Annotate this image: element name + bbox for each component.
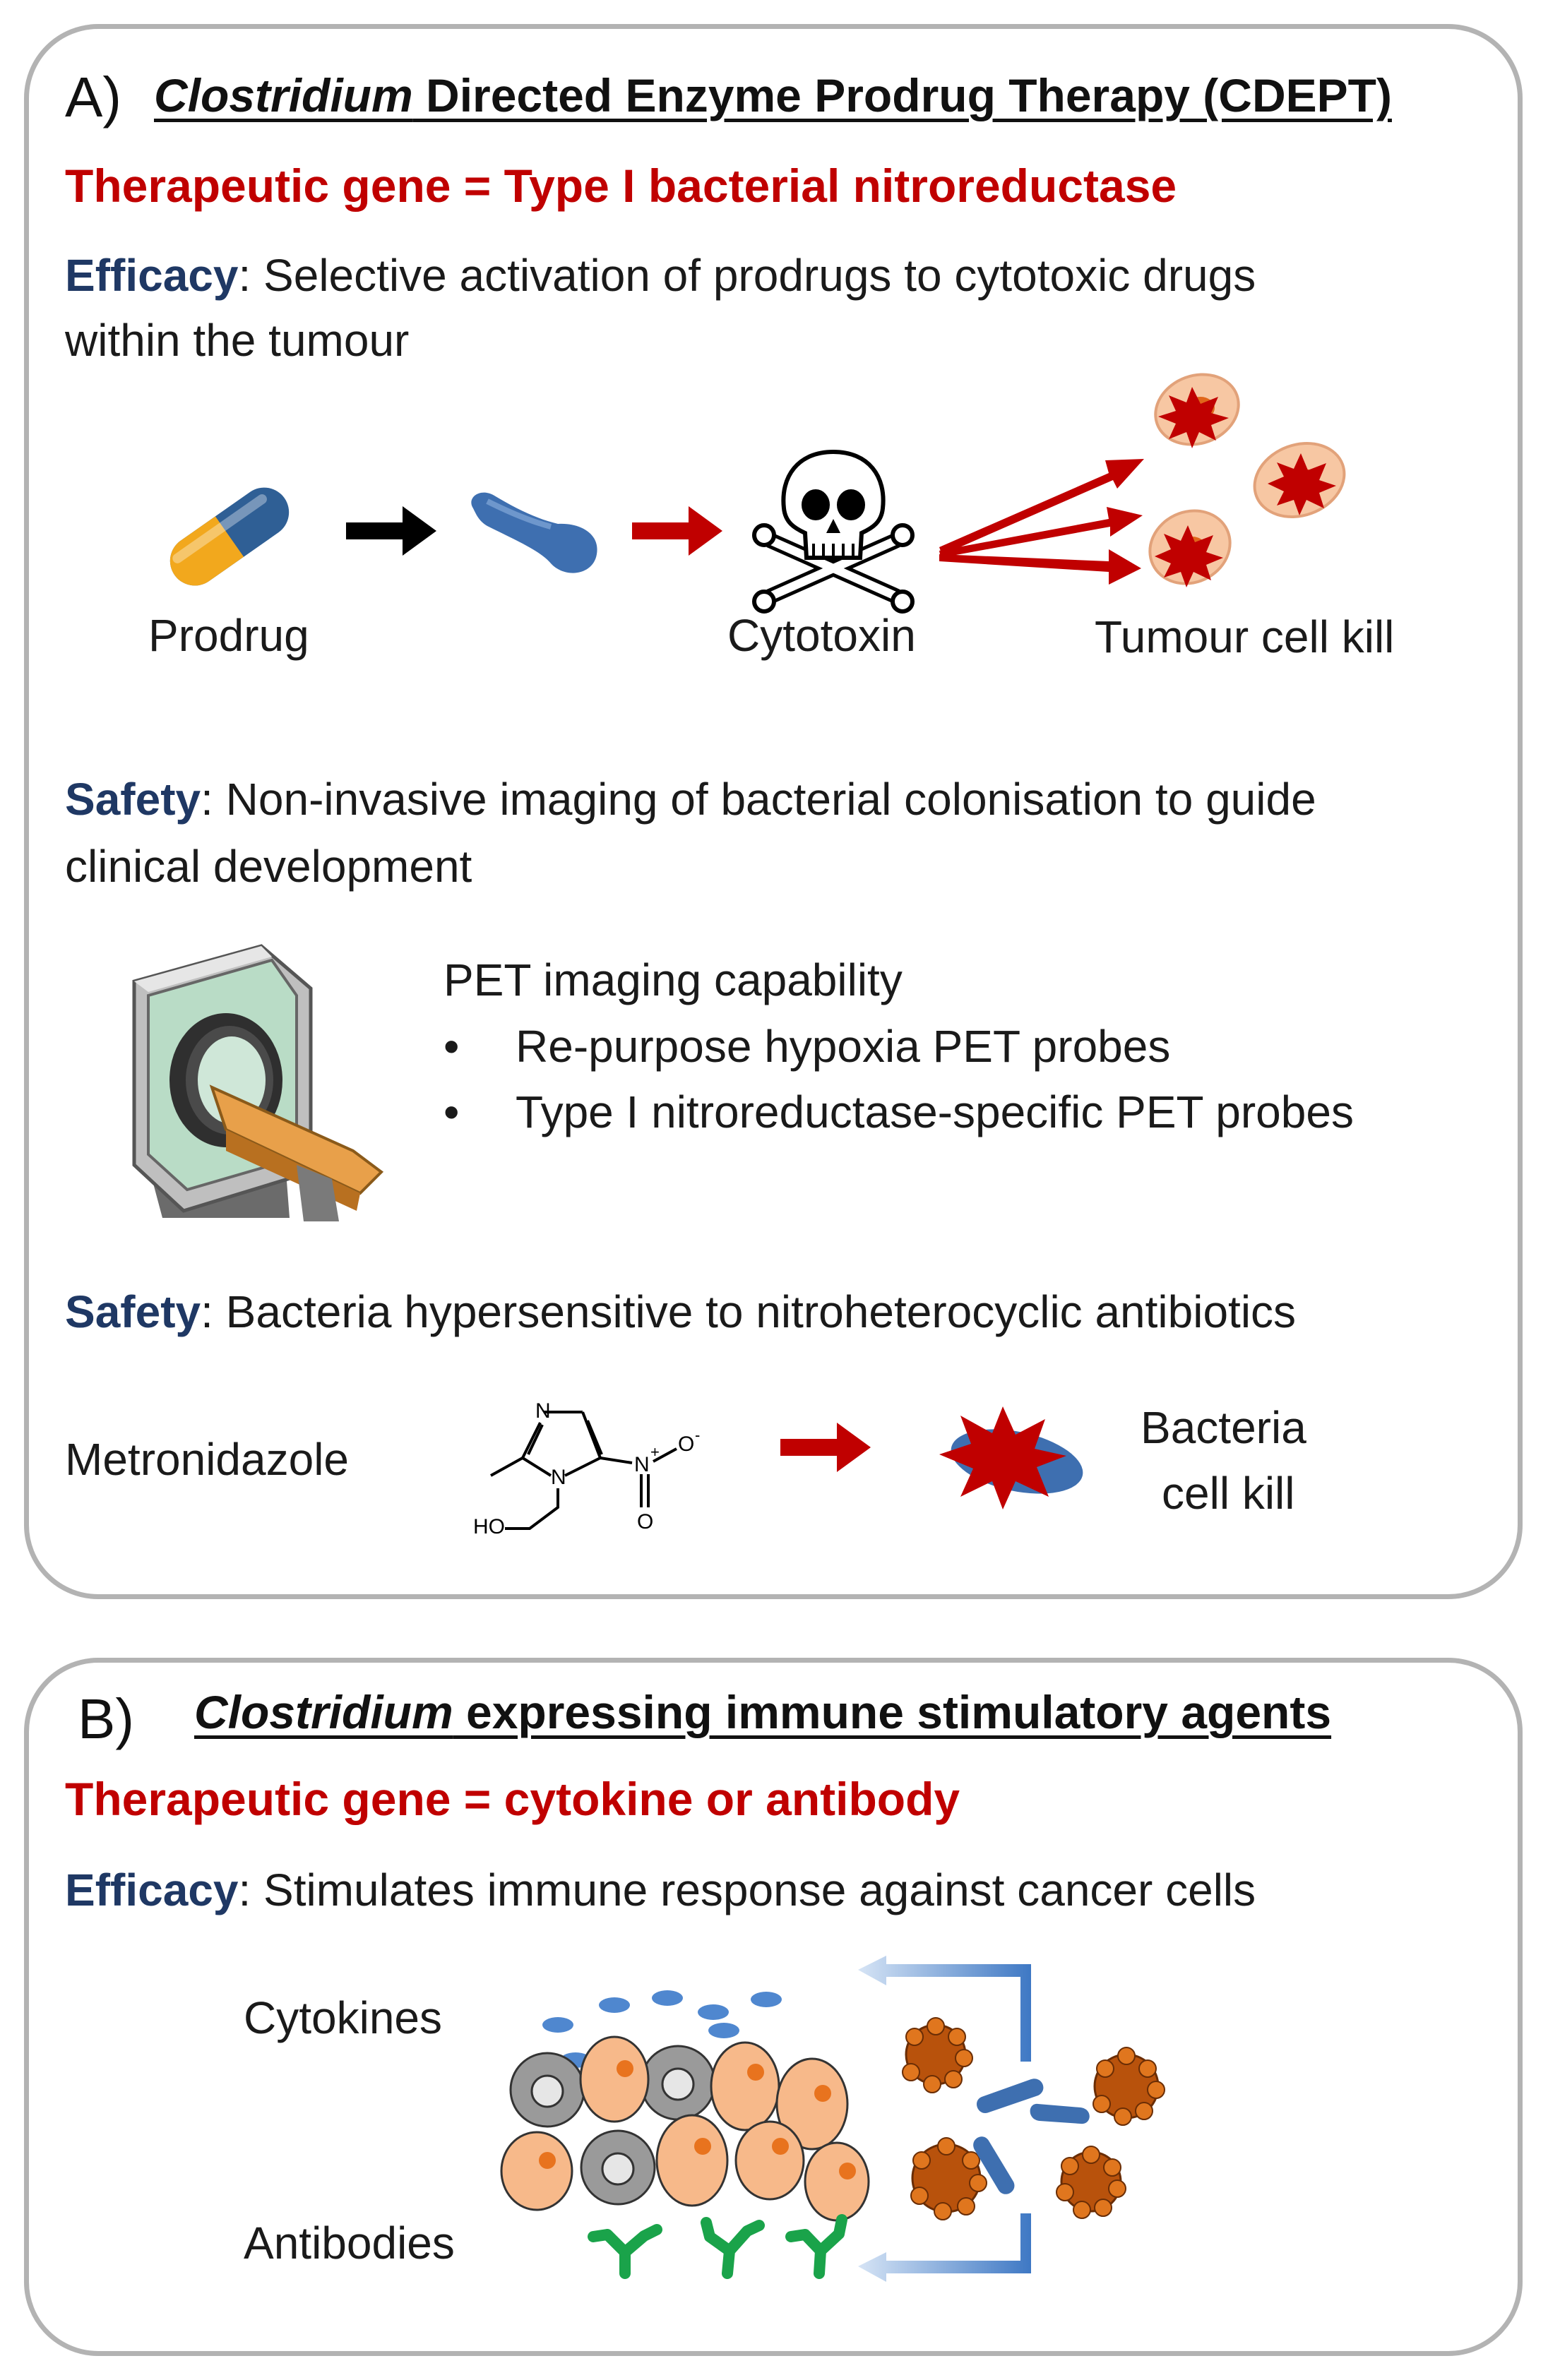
chem-o-minus: O	[678, 1433, 694, 1456]
chem-n-ring: N	[551, 1466, 566, 1489]
pet-bullet-1-text: Re-purpose hypoxia PET probes	[516, 1021, 1171, 1072]
panel-b-efficacy-text: : Stimulates immune response against can…	[238, 1865, 1256, 1915]
red-arrow-icon-2	[780, 1423, 871, 1472]
kill-arrows-icon	[939, 459, 1144, 585]
pet-bullet-1: • Re-purpose hypoxia PET probes	[443, 1024, 1170, 1069]
efficacy-text-1: : Selective activation of prodrugs to cy…	[238, 250, 1256, 301]
panel-b-therapeutic-gene: Therapeutic gene = cytokine or antibody	[65, 1773, 960, 1825]
safety1-text-1: : Non-invasive imaging of bacterial colo…	[201, 774, 1316, 825]
panel-a-title: Clostridium Directed Enzyme Prodrug Ther…	[154, 72, 1392, 119]
efficacy-text-2: within the tumour	[65, 315, 410, 366]
pet-bullet-2: • Type I nitroreductase-specific PET prob…	[443, 1089, 1354, 1135]
antibodies	[588, 2214, 847, 2279]
bullet-dot: •	[443, 1021, 460, 1072]
black-arrow-icon	[346, 506, 436, 556]
chem-n-top: N	[535, 1399, 551, 1423]
feedback-arrow-bottom	[858, 2213, 1031, 2282]
panel-a-title-rest: Directed Enzyme Prodrug Therapy (CDEPT)	[412, 69, 1392, 121]
panel-b-efficacy: Efficacy: Stimulates immune response aga…	[65, 1867, 1256, 1913]
safety-label-2: Safety	[65, 1286, 201, 1337]
pet-scanner-icon	[132, 944, 384, 1221]
chem-o-bottom: O	[637, 1510, 653, 1533]
panel-a-efficacy: Efficacy: Selective activation of prodru…	[65, 253, 1256, 298]
safety2-text: : Bacteria hypersensitive to nitrohetero…	[201, 1286, 1297, 1337]
panel-b-letter: B)	[78, 1687, 134, 1750]
cytokines-label: Cytokines	[244, 1992, 442, 2043]
prodrug-label: Prodrug	[148, 610, 309, 661]
skull-crossbones-icon	[752, 449, 915, 614]
panel-a-therapeutic-gene: Therapeutic gene = Type I bacterial nitr…	[65, 160, 1177, 212]
panel-b-title-italic: Clostridium	[194, 1686, 453, 1738]
prodrug-capsule-icon	[169, 487, 290, 586]
bacteria-burst-icon	[939, 1406, 1083, 1509]
panel-a-title-italic: Clostridium	[154, 69, 413, 121]
panel-b	[24, 1658, 1523, 2356]
bacteria-kill-line-1: Bacteria	[1141, 1402, 1306, 1453]
panel-a-safety-imaging: Safety: Non-invasive imaging of bacteria…	[65, 777, 1316, 822]
safety-label-1: Safety	[65, 774, 201, 825]
nitroreductase-enzyme-icon	[471, 492, 597, 573]
red-arrow-icon	[632, 506, 722, 556]
chem-minus: -	[695, 1426, 700, 1444]
panel-b-title: Clostridium expressing immune stimulator…	[194, 1689, 1331, 1735]
bacteria-kill-line-2: cell kill	[1162, 1468, 1295, 1519]
metronidazole-label: Metronidazole	[65, 1434, 349, 1485]
panel-a-letter: A)	[65, 66, 121, 128]
feedback-arrow-top	[858, 1956, 1031, 2062]
tumour-cells-kill-icon	[1148, 373, 1346, 587]
efficacy-label: Efficacy	[65, 250, 239, 301]
panel-a	[24, 24, 1523, 1599]
panel-b-title-rest: expressing immune stimulatory agents	[453, 1686, 1332, 1738]
panel-a-safety-antibiotics: Safety: Bacteria hypersensitive to nitro…	[65, 1289, 1296, 1334]
panel-b-efficacy-label: Efficacy	[65, 1865, 239, 1915]
safety1-text-2: clinical development	[65, 841, 472, 892]
tumour-cell-kill-label: Tumour cell kill	[1095, 611, 1395, 662]
chem-n-nitro: N	[634, 1453, 650, 1476]
pet-bullet-2-text: Type I nitroreductase-specific PET probe…	[516, 1087, 1354, 1137]
chem-plus: +	[650, 1443, 660, 1461]
metronidazole-structure: N N N + O - O HO	[473, 1399, 700, 1538]
bullet-dot: •	[443, 1087, 460, 1137]
chem-ho: HO	[473, 1515, 505, 1538]
cytotoxin-label: Cytotoxin	[727, 610, 916, 661]
immune-response-illustration	[500, 1956, 1165, 2282]
antibodies-label: Antibodies	[244, 2218, 455, 2268]
pet-heading: PET imaging capability	[443, 955, 903, 1005]
